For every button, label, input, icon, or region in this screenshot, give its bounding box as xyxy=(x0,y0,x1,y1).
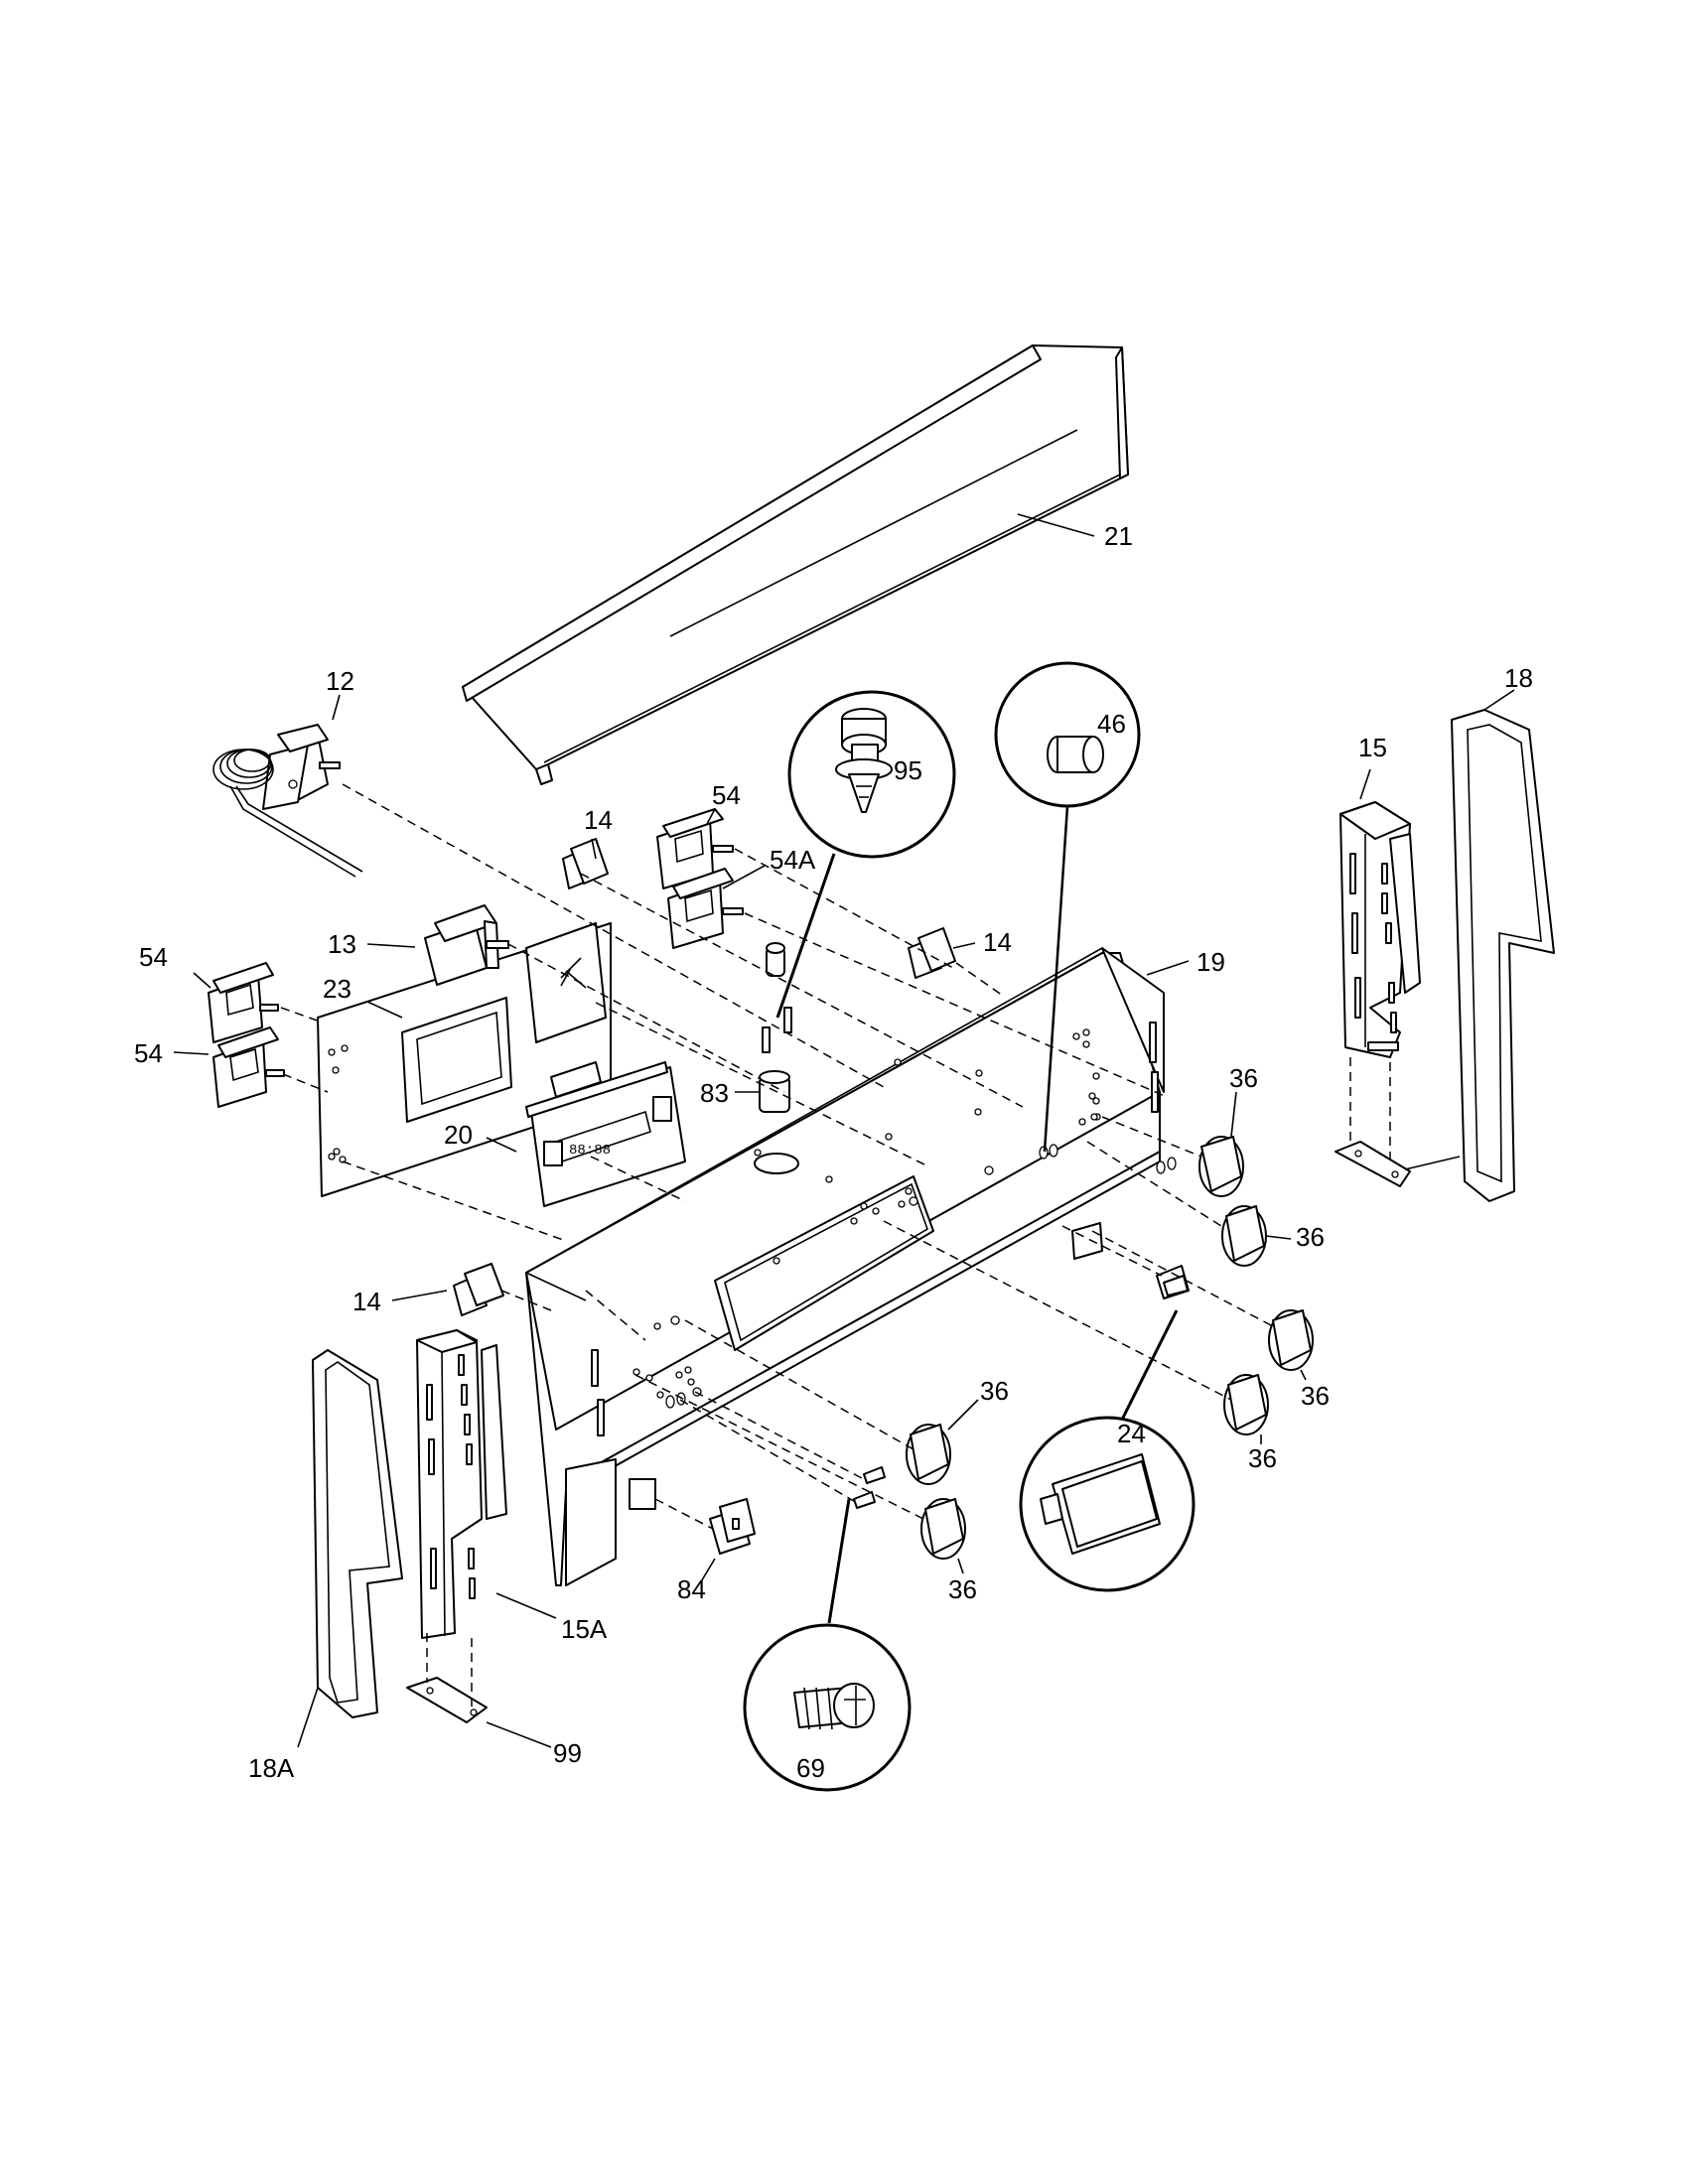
callout-36e: 36 xyxy=(980,1376,1009,1406)
part-14-switch-upper xyxy=(562,838,609,889)
callout-84: 84 xyxy=(677,1574,706,1604)
callout-15: 15 xyxy=(1358,733,1387,762)
part-15A-left-end-bracket xyxy=(416,1329,507,1639)
detail-bubble-69: 69 xyxy=(743,1623,912,1792)
leader-36c xyxy=(1300,1369,1307,1381)
part-13-selector-switch xyxy=(424,904,509,986)
part-23-left-subpanel xyxy=(317,922,612,1197)
leader-36e xyxy=(947,1399,979,1431)
callout-36d: 36 xyxy=(1248,1443,1277,1473)
leader-99b xyxy=(486,1721,552,1748)
callout-12: 12 xyxy=(326,666,354,696)
part-54-infinite-switch-left-lower xyxy=(212,1026,285,1108)
callout-54c: 54 xyxy=(134,1038,163,1068)
leader-18A xyxy=(297,1687,319,1748)
callout-20: 20 xyxy=(444,1120,473,1150)
leader-54A xyxy=(722,865,766,889)
leader-13 xyxy=(366,943,416,948)
leader-95 xyxy=(775,853,836,1019)
leader-54a xyxy=(706,808,716,825)
detail-bubble-46: 46 xyxy=(994,661,1141,808)
leader-14c xyxy=(391,1290,448,1301)
part-19-control-panel xyxy=(525,947,1177,1586)
part-69-screw xyxy=(853,1466,886,1509)
display-digits: 88:88 xyxy=(569,1143,611,1159)
part-18A-left-trim xyxy=(312,1349,403,1718)
part-14-switch-lower xyxy=(453,1263,504,1316)
callout-14a: 14 xyxy=(584,805,613,835)
callout-18A: 18A xyxy=(248,1753,295,1783)
part-84-outlet xyxy=(709,1498,756,1555)
part-36-knob-3 xyxy=(1268,1309,1314,1371)
callout-23: 23 xyxy=(323,974,352,1004)
part-54-infinite-switch-left-upper xyxy=(208,962,279,1043)
leader-46 xyxy=(1043,805,1069,1153)
part-99-right-bracket xyxy=(1335,1057,1411,1187)
part-54A-infinite-switch xyxy=(667,868,744,949)
callout-46: 46 xyxy=(1097,709,1126,739)
part-99-left-bracket xyxy=(406,1633,488,1723)
detail-bubble-24: 24 xyxy=(1019,1416,1196,1592)
callout-18: 18 xyxy=(1504,663,1533,693)
callout-36f: 36 xyxy=(948,1574,977,1604)
callout-36b: 36 xyxy=(1296,1222,1325,1252)
part-54-infinite-switch-top xyxy=(656,808,734,889)
part-36-knob-6 xyxy=(920,1498,966,1560)
leader-21 xyxy=(1017,513,1095,537)
callout-54a: 54 xyxy=(712,780,741,810)
part-20-clock-display: 88:88 xyxy=(525,1061,686,1207)
callout-95: 95 xyxy=(894,755,922,785)
leader-99a xyxy=(1404,1156,1461,1170)
part-15-right-end-bracket xyxy=(1339,801,1421,1058)
callout-36c: 36 xyxy=(1301,1381,1330,1411)
callout-54A: 54A xyxy=(770,845,816,875)
leader-24 xyxy=(1120,1309,1179,1421)
leader-84 xyxy=(699,1558,716,1584)
part-83-indicator-light xyxy=(754,942,799,1174)
leader-14b xyxy=(952,942,976,949)
callout-54b: 54 xyxy=(139,942,168,972)
callout-69: 69 xyxy=(796,1753,825,1783)
callout-19: 19 xyxy=(1196,947,1225,977)
leader-15A xyxy=(495,1592,557,1619)
callout-14c: 14 xyxy=(352,1287,381,1316)
leader-18 xyxy=(1483,689,1515,711)
leader-69 xyxy=(827,1498,851,1624)
detail-bubble-95: 95 xyxy=(787,690,956,859)
part-21-top-trim xyxy=(462,344,1129,785)
part-14-switch-right xyxy=(908,927,956,979)
callout-13: 13 xyxy=(328,929,356,959)
callout-99b: 99 xyxy=(553,1738,582,1768)
callout-14b: 14 xyxy=(983,927,1012,957)
leader-14a xyxy=(591,838,597,860)
part-36-knob-2 xyxy=(1221,1205,1267,1267)
callout-36a: 36 xyxy=(1229,1063,1258,1093)
leader-54b xyxy=(193,972,211,989)
leader-12 xyxy=(332,694,341,721)
part-12-thermostat xyxy=(212,724,363,878)
callout-83: 83 xyxy=(700,1078,729,1108)
part-36-knob-5 xyxy=(906,1424,951,1485)
part-36-knob-4 xyxy=(1223,1374,1269,1435)
leader-20 xyxy=(486,1137,517,1153)
part-24-rocker-switch xyxy=(1156,1265,1190,1299)
leader-36b xyxy=(1265,1235,1292,1240)
leader-23 xyxy=(366,1001,403,1019)
leader-36a xyxy=(1230,1091,1237,1138)
part-36-knob-1 xyxy=(1198,1136,1244,1197)
leader-15 xyxy=(1359,768,1371,800)
callout-21: 21 xyxy=(1104,521,1133,551)
callout-24: 24 xyxy=(1117,1419,1146,1448)
part-18-right-trim xyxy=(1451,709,1555,1202)
leader-19 xyxy=(1146,960,1190,976)
callout-15A: 15A xyxy=(561,1614,608,1644)
leader-54c xyxy=(173,1051,210,1055)
alignment-lines xyxy=(280,783,1272,1530)
leader-36f xyxy=(957,1558,964,1574)
